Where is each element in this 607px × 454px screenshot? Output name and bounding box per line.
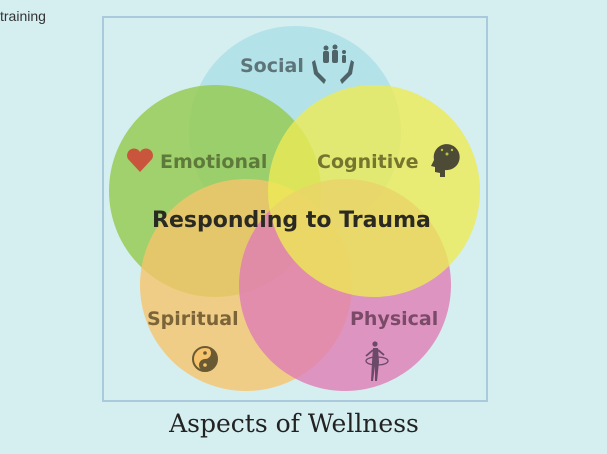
physical-label: Physical	[350, 308, 438, 330]
center-label: Responding to Trauma	[152, 208, 431, 233]
family-in-hands-icon	[312, 44, 354, 84]
cognitive-circle	[268, 85, 480, 297]
heart-icon	[127, 148, 153, 172]
hula-hoop-person-icon	[365, 341, 389, 381]
corner-text: training	[0, 8, 46, 24]
brain-head-icon	[431, 144, 460, 177]
emotional-label: Emotional	[160, 151, 267, 173]
diagram-title: Aspects of Wellness	[168, 409, 419, 438]
spiritual-label: Spiritual	[147, 308, 239, 330]
yin-yang-icon	[192, 346, 218, 372]
social-label: Social	[240, 55, 304, 77]
diagram-frame	[102, 16, 488, 402]
cognitive-label: Cognitive	[317, 151, 419, 173]
